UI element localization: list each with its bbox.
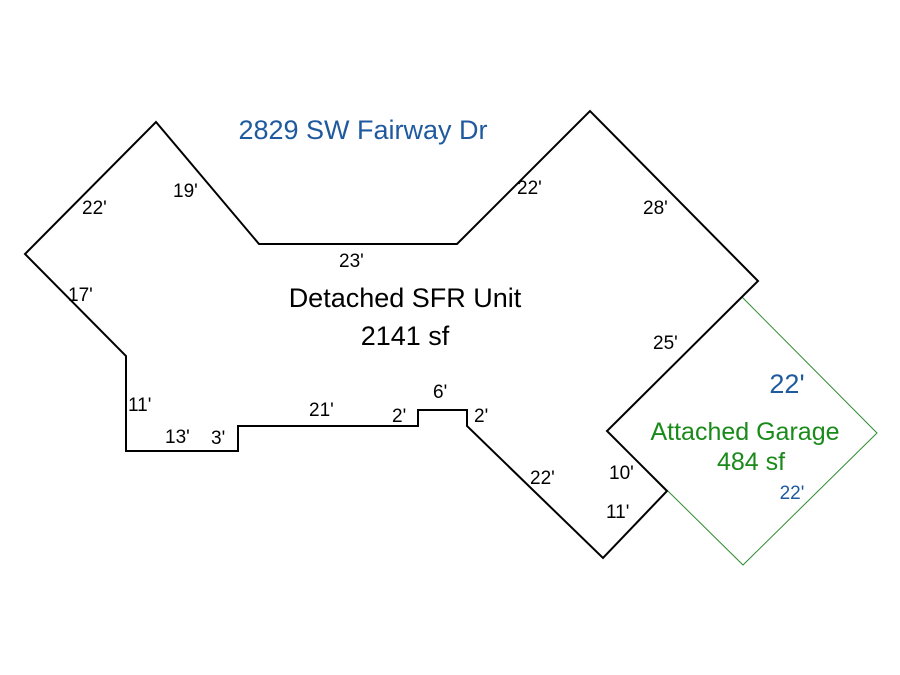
dimension-label: 19': [173, 181, 198, 202]
dimension-label: 23': [339, 251, 364, 272]
dimension-label: 22': [530, 468, 555, 489]
dimension-label: 17': [68, 285, 93, 306]
dimension-label: 2': [474, 406, 488, 427]
dimension-label: 10': [609, 463, 634, 484]
dimension-label: 3': [211, 428, 225, 449]
dimension-label: 22': [82, 198, 107, 219]
garage-side-bottom-label: 22': [780, 483, 805, 504]
dimension-label: 2': [392, 406, 406, 427]
dimension-label: 21': [309, 400, 334, 421]
dimension-label: 28': [643, 198, 668, 219]
house-outline: [23, 109, 760, 560]
house-area-label: 2141 sf: [361, 321, 450, 351]
dimension-label: 25': [653, 333, 678, 354]
garage-name-label: Attached Garage: [650, 418, 839, 446]
dimension-label: 6': [433, 382, 447, 403]
dimension-label: 22': [517, 178, 542, 199]
dimension-label: 11': [606, 502, 629, 523]
address-label: 2829 SW Fairway Dr: [238, 115, 487, 145]
house-name-label: Detached SFR Unit: [289, 283, 522, 313]
garage-area-label: 484 sf: [717, 448, 785, 476]
garage-side-top-label: 22': [769, 369, 804, 399]
dimension-label: 11': [128, 395, 151, 416]
dimension-label: 13': [165, 427, 190, 448]
